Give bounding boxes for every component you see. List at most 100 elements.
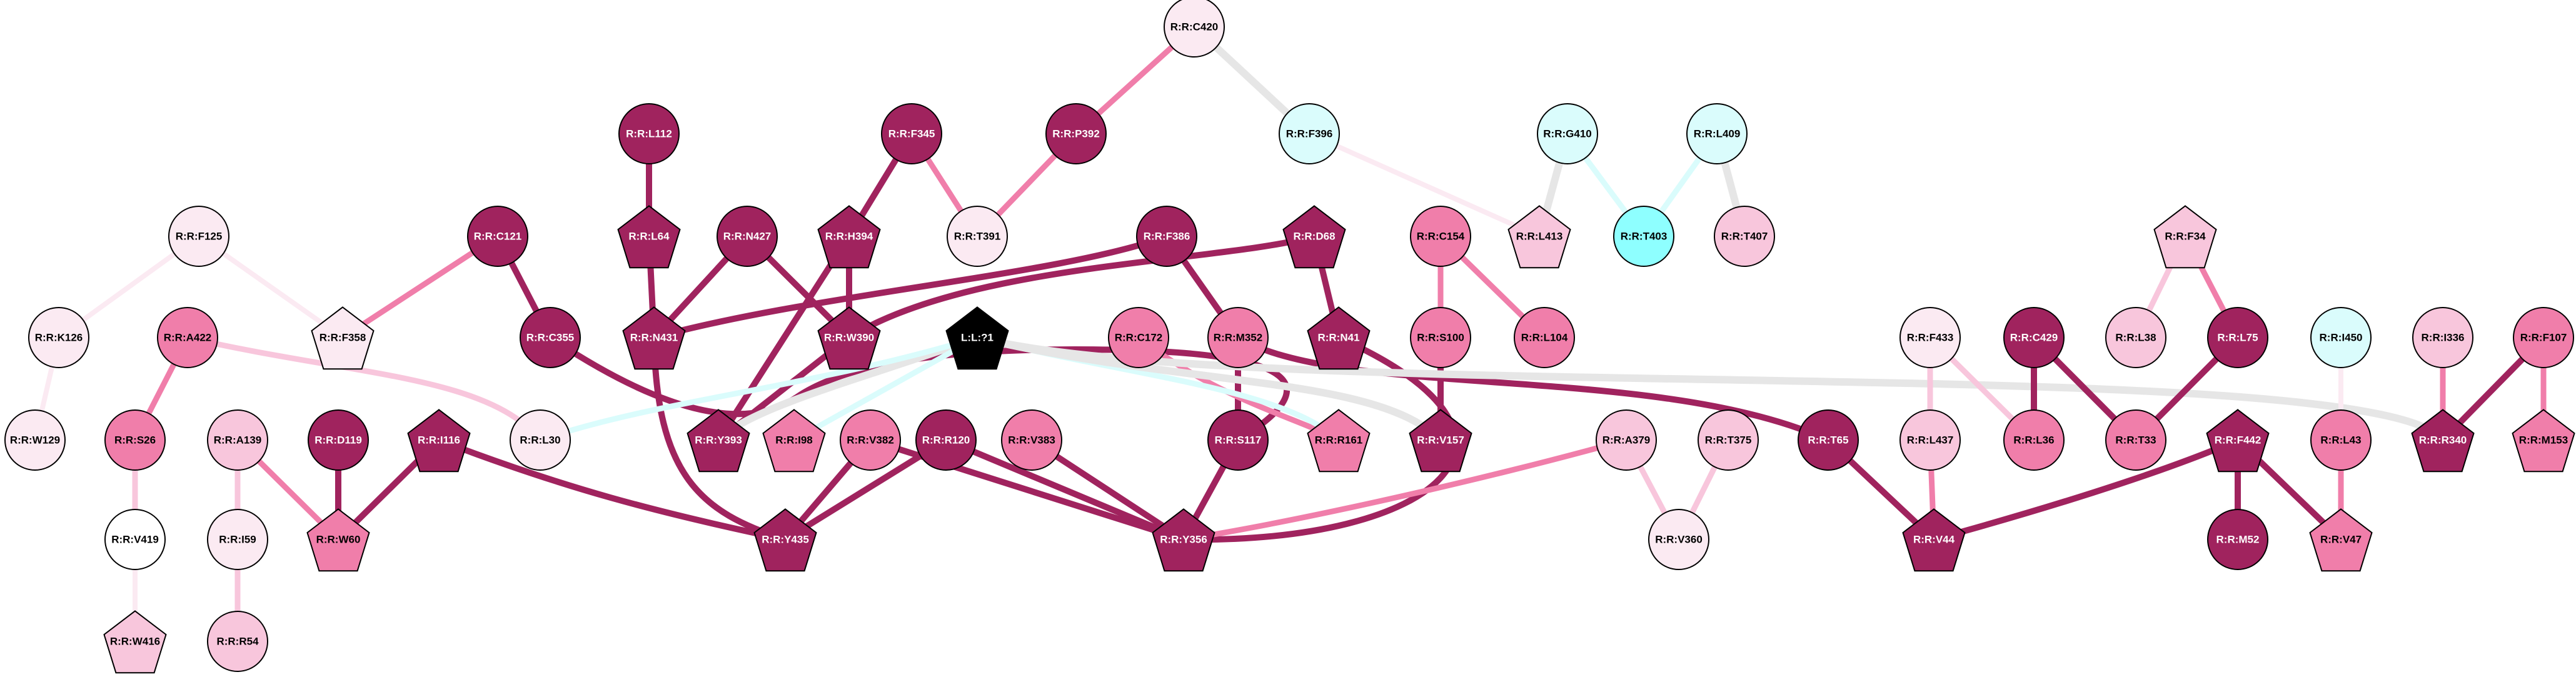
node-pentagon-shape xyxy=(2512,409,2575,473)
node-r-r-y356[interactable]: R:R:Y356 xyxy=(1152,508,1215,572)
node-r-r-l112[interactable]: R:R:L112 xyxy=(618,103,680,164)
node-r-r-s26[interactable]: R:R:S26 xyxy=(104,409,166,471)
node-r-r-l38[interactable]: R:R:L38 xyxy=(2105,307,2166,368)
node-circle-shape xyxy=(1798,409,1859,471)
node-r-r-l64[interactable]: R:R:L64 xyxy=(617,205,681,269)
node-pentagon-shape xyxy=(1152,508,1215,572)
node-r-r-t375[interactable]: R:R:T375 xyxy=(1698,409,1759,471)
node-r-r-s100[interactable]: R:R:S100 xyxy=(1410,307,1471,368)
node-r-r-t407[interactable]: R:R:T407 xyxy=(1714,206,1775,267)
node-circle-shape xyxy=(1279,103,1340,164)
node-circle-shape xyxy=(207,611,268,672)
node-r-r-l75[interactable]: R:R:L75 xyxy=(2207,307,2268,368)
node-r-r-k126[interactable]: R:R:K126 xyxy=(28,307,89,368)
node-r-r-s117[interactable]: R:R:S117 xyxy=(1207,409,1269,471)
node-r-r-r161[interactable]: R:R:R161 xyxy=(1307,409,1371,473)
node-r-r-i98[interactable]: R:R:I98 xyxy=(762,409,826,473)
node-r-r-l36[interactable]: R:R:L36 xyxy=(2003,409,2065,471)
node-r-r-d68[interactable]: R:R:D68 xyxy=(1282,205,1346,269)
node-r-r-a422[interactable]: R:R:A422 xyxy=(157,307,218,368)
node-r-r-c429[interactable]: R:R:C429 xyxy=(2003,307,2065,368)
node-circle-shape xyxy=(1164,0,1225,58)
node-r-r-v382[interactable]: R:R:V382 xyxy=(840,409,901,471)
node-pentagon-shape xyxy=(2309,508,2373,572)
node-circle-shape xyxy=(1136,206,1197,267)
node-r-r-f358[interactable]: R:R:F358 xyxy=(311,306,375,370)
node-circle-shape xyxy=(915,409,977,471)
node-circle-shape xyxy=(1001,409,1062,471)
node-pentagon-shape xyxy=(617,205,681,269)
node-r-r-l413[interactable]: R:R:L413 xyxy=(1507,205,1571,269)
edge-r-r-r120-to-r-r-y356 xyxy=(943,437,1187,543)
node-r-r-p392[interactable]: R:R:P392 xyxy=(1045,103,1107,164)
node-r-r-t403[interactable]: R:R:T403 xyxy=(1613,206,1674,267)
node-r-r-m153[interactable]: R:R:M153 xyxy=(2512,409,2575,473)
node-r-r-r54[interactable]: R:R:R54 xyxy=(207,611,268,672)
node-r-r-w416[interactable]: R:R:W416 xyxy=(103,610,167,674)
node-r-r-i336[interactable]: R:R:I336 xyxy=(2412,307,2473,368)
node-pentagon-shape xyxy=(817,306,881,370)
node-r-r-f442[interactable]: R:R:F442 xyxy=(2206,409,2270,473)
node-r-r-t391[interactable]: R:R:T391 xyxy=(947,206,1008,267)
node-pentagon-shape xyxy=(622,306,686,370)
node-r-r-v360[interactable]: R:R:V360 xyxy=(1648,509,1709,570)
node-r-r-l104[interactable]: R:R:L104 xyxy=(1514,307,1575,368)
node-circle-shape xyxy=(510,409,571,471)
node-r-r-n427[interactable]: R:R:N427 xyxy=(717,206,778,267)
node-r-r-l43[interactable]: R:R:L43 xyxy=(2310,409,2372,471)
node-r-r-g410[interactable]: R:R:G410 xyxy=(1537,103,1598,164)
node-circle-shape xyxy=(1698,409,1759,471)
node-r-r-v383[interactable]: R:R:V383 xyxy=(1001,409,1062,471)
node-r-r-l30[interactable]: R:R:L30 xyxy=(510,409,571,471)
node-circle-shape xyxy=(1899,307,1961,368)
node-r-r-c154[interactable]: R:R:C154 xyxy=(1410,206,1471,267)
node-r-r-f34[interactable]: R:R:F34 xyxy=(2153,205,2217,269)
node-r-r-w129[interactable]: R:R:W129 xyxy=(4,409,66,471)
node-pentagon-shape xyxy=(1902,508,1966,572)
edge-r-r-f396-to-r-r-l413 xyxy=(1307,131,1542,239)
edge-r-r-m352-to-r-r-t65 xyxy=(1235,334,1831,443)
node-r-r-t65[interactable]: R:R:T65 xyxy=(1798,409,1859,471)
node-circle-shape xyxy=(168,206,229,267)
node-circle-shape xyxy=(2003,409,2065,471)
node-r-r-m352[interactable]: R:R:M352 xyxy=(1207,307,1269,368)
node-r-r-a139[interactable]: R:R:A139 xyxy=(207,409,268,471)
node-r-r-h394[interactable]: R:R:H394 xyxy=(817,205,881,269)
node-r-r-n41[interactable]: R:R:N41 xyxy=(1307,306,1371,370)
node-r-r-l437[interactable]: R:R:L437 xyxy=(1899,409,1961,471)
node-l-l-1[interactable]: L:L:?1 xyxy=(945,306,1009,370)
node-pentagon-shape xyxy=(762,409,826,473)
node-r-r-c172[interactable]: R:R:C172 xyxy=(1108,307,1169,368)
node-r-r-t33[interactable]: R:R:T33 xyxy=(2105,409,2166,471)
node-r-r-i59[interactable]: R:R:I59 xyxy=(207,509,268,570)
node-r-r-f396[interactable]: R:R:F396 xyxy=(1279,103,1340,164)
node-pentagon-shape xyxy=(2411,409,2475,473)
node-circle-shape xyxy=(2310,307,2372,368)
node-r-r-c355[interactable]: R:R:C355 xyxy=(520,307,581,368)
node-r-r-m52[interactable]: R:R:M52 xyxy=(2207,509,2268,570)
node-r-r-i116[interactable]: R:R:I116 xyxy=(407,409,471,473)
node-r-r-f125[interactable]: R:R:F125 xyxy=(168,206,229,267)
node-r-r-r120[interactable]: R:R:R120 xyxy=(915,409,977,471)
edge-r-r-a422-to-r-r-l30 xyxy=(184,334,543,443)
node-r-r-v157[interactable]: R:R:V157 xyxy=(1409,409,1472,473)
node-pentagon-shape xyxy=(1307,306,1371,370)
node-r-r-i450[interactable]: R:R:I450 xyxy=(2310,307,2372,368)
node-r-r-f386[interactable]: R:R:F386 xyxy=(1136,206,1197,267)
node-pentagon-shape xyxy=(2206,409,2270,473)
node-r-r-l409[interactable]: R:R:L409 xyxy=(1686,103,1748,164)
node-circle-shape xyxy=(207,509,268,570)
node-circle-shape xyxy=(2310,409,2372,471)
node-circle-shape xyxy=(1410,206,1471,267)
node-r-r-c121[interactable]: R:R:C121 xyxy=(467,206,528,267)
node-r-r-f107[interactable]: R:R:F107 xyxy=(2513,307,2574,368)
node-r-r-y393[interactable]: R:R:Y393 xyxy=(687,409,750,473)
node-r-r-a379[interactable]: R:R:A379 xyxy=(1596,409,1657,471)
node-r-r-c420[interactable]: R:R:C420 xyxy=(1164,0,1225,58)
node-r-r-f433[interactable]: R:R:F433 xyxy=(1899,307,1961,368)
node-circle-shape xyxy=(1714,206,1775,267)
node-r-r-f345[interactable]: R:R:F345 xyxy=(881,103,942,164)
node-r-r-v419[interactable]: R:R:V419 xyxy=(104,509,166,570)
edge-r-r-h394-to-r-r-y393 xyxy=(715,233,852,443)
node-r-r-d119[interactable]: R:R:D119 xyxy=(308,409,369,471)
